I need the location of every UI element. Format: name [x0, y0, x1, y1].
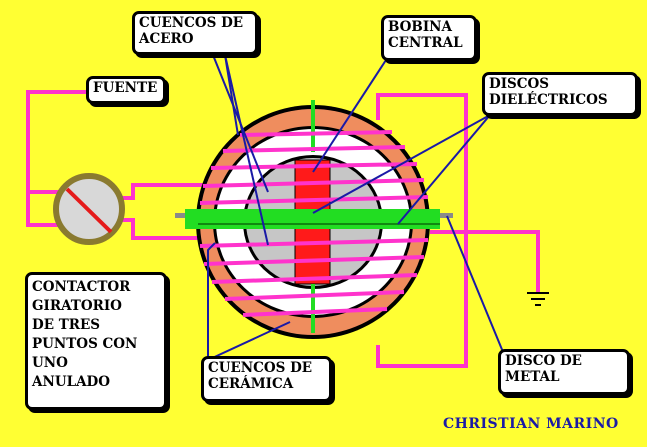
source-wire-top [26, 90, 88, 194]
author-credit: CHRISTIAN MARINO [443, 416, 619, 432]
pointer-metal [446, 215, 504, 353]
ground-symbol [527, 292, 549, 306]
pointer-lines [207, 54, 504, 361]
label-discos-dielectricos: DISCOS DIELÉCTRICOS [482, 72, 638, 116]
label-fuente: FUENTE [86, 76, 166, 104]
winding-1 [239, 130, 393, 137]
winding-10 [242, 307, 388, 317]
pointer-acero-2 [224, 54, 269, 246]
winding-9 [224, 290, 405, 301]
pointer-ceramica-2 [207, 321, 291, 361]
contactor-wire-lower [120, 218, 230, 240]
winding-2 [222, 145, 406, 153]
pointer-disco-1 [312, 114, 491, 214]
winding-6 [199, 238, 429, 248]
rotary-contactor [53, 173, 125, 245]
device-body [175, 100, 453, 339]
label-cuencos-ceramica: CUENCOS DE CERÁMICA [201, 356, 332, 402]
label-cuencos-acero: CUENCOS DE ACERO [132, 11, 258, 55]
winding-7 [203, 255, 425, 266]
label-contactor: CONTACTOR GIRATORIO DE TRES PUNTOS CON U… [25, 272, 167, 410]
label-bobina-central: BOBINA CENTRAL [381, 15, 477, 61]
winding-8 [211, 273, 418, 284]
label-disco-metal: DISCO DE METAL [498, 349, 630, 395]
contactor-rotor [65, 187, 113, 234]
pointer-acero-3 [224, 54, 239, 136]
center-coil-lower [294, 223, 331, 285]
winding-5 [199, 195, 429, 205]
wiring [26, 90, 540, 368]
winding-4 [202, 178, 425, 188]
ground-wire [430, 230, 540, 292]
winding-3 [210, 162, 418, 170]
source-wire-bottom [26, 192, 60, 227]
pointer-bobina [312, 59, 387, 173]
contactor-wire-upper [120, 183, 230, 200]
pointer-disco-2 [397, 114, 491, 225]
pointer-ceramica-1 [207, 242, 216, 360]
coil-windings [199, 130, 429, 317]
